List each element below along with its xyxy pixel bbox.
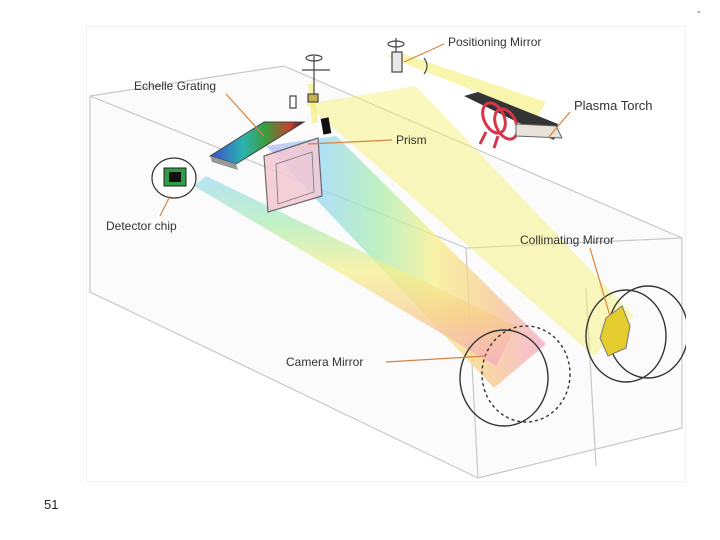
label-collimating-mirror: Collimating Mirror: [520, 233, 614, 247]
fold-mirror: [320, 117, 332, 135]
collimated-beam: [306, 86, 634, 356]
label-echelle-grating: Echelle Grating: [134, 79, 216, 93]
spectrometer-diagram: Positioning Mirror Plasma Torch Echelle …: [86, 26, 686, 482]
label-positioning-mirror: Positioning Mirror: [448, 35, 541, 49]
page-number: 51: [44, 497, 59, 512]
corner-mark: -: [697, 6, 701, 18]
positioning-mirror: [387, 38, 428, 75]
echelle-grating: [208, 121, 306, 170]
prism: [263, 137, 323, 213]
label-plasma-torch: Plasma Torch: [574, 98, 653, 113]
label-prism: Prism: [396, 133, 427, 147]
label-detector-chip: Detector chip: [106, 219, 177, 233]
label-camera-mirror: Camera Mirror: [286, 355, 363, 369]
leader-lines: [159, 43, 611, 363]
collimating-mirror: [585, 285, 686, 383]
entrance-assembly: [289, 54, 330, 109]
camera-mirror: [459, 325, 571, 427]
dispersed-beam-to-detector: [194, 176, 516, 366]
detector-chip: [151, 157, 197, 199]
